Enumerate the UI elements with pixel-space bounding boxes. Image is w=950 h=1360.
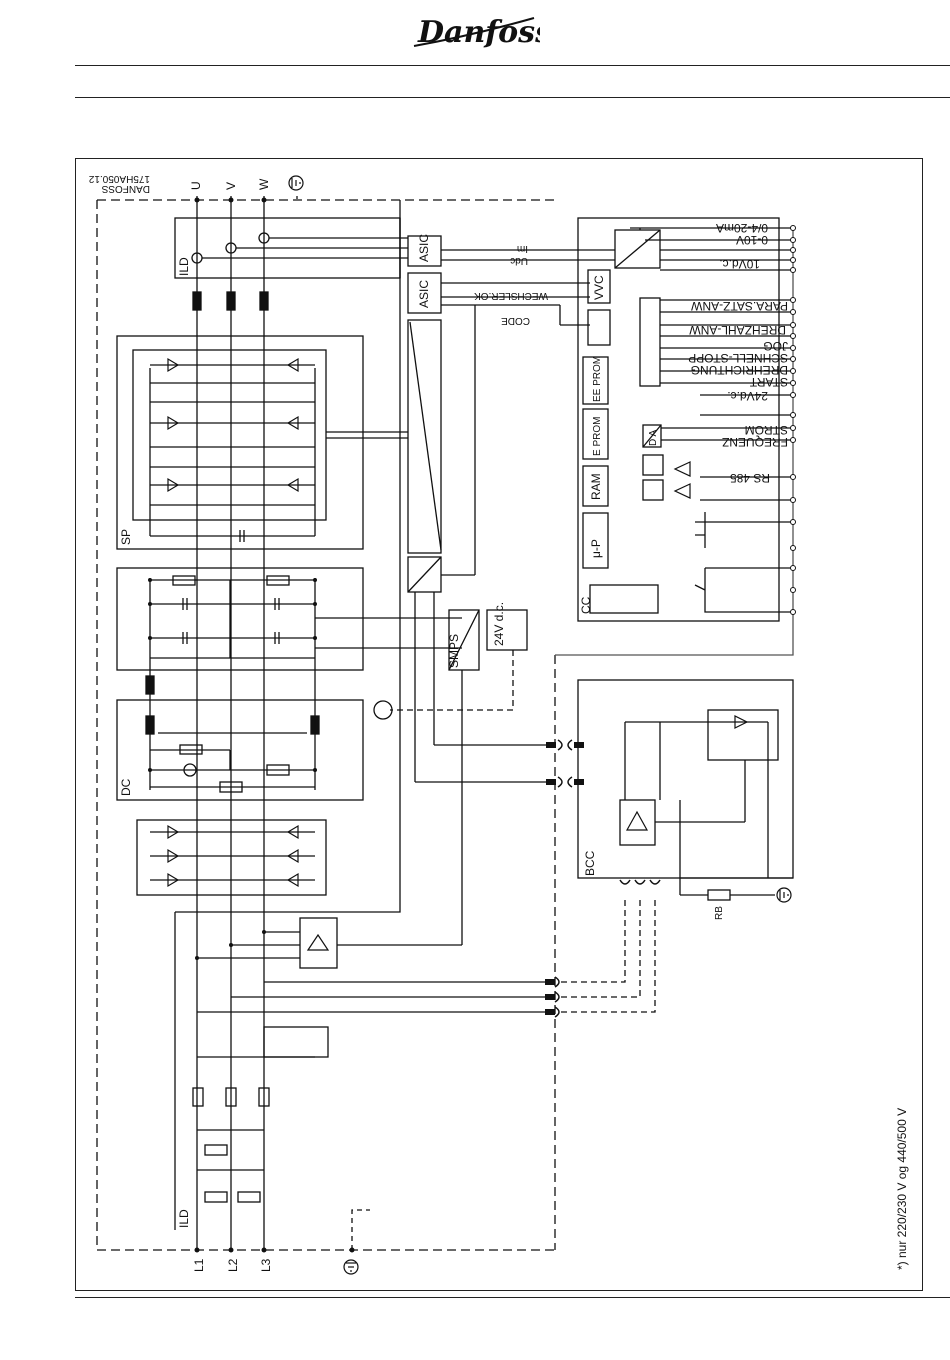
signal-im: Im: [517, 243, 528, 254]
label-eeprom: EE PROM: [592, 356, 603, 402]
label-supply: 24V d.c.: [492, 602, 506, 646]
label-asic-2: ASIC: [417, 280, 431, 308]
ctrl-jog: JOG: [763, 339, 788, 353]
terminal-u: U: [189, 181, 203, 190]
label-eprom: E PROM: [592, 417, 603, 456]
label-bcc: BCC: [583, 850, 597, 876]
ctrl-24vdc: 24Vd.c.: [727, 389, 768, 403]
label-ild-bottom: ILD: [177, 1209, 191, 1228]
ctrl-para-satz: PARA.SATZ-ANW: [690, 299, 788, 313]
terminal-w: W: [257, 178, 271, 190]
ctrl-0-10v: 0-10V: [736, 233, 768, 247]
ctrl-rs485: RS 485: [730, 471, 770, 485]
label-ram: RAM: [589, 473, 603, 500]
label-da: D A: [648, 430, 659, 446]
ctrl-0-4-20ma: 0/4-20mA: [716, 221, 768, 235]
signal-wechsler: WECHSLER.OK: [474, 290, 548, 301]
label-asic-1: ASIC: [417, 234, 431, 262]
label-rb: RB: [714, 906, 725, 920]
ctrl-10vdc: 10Vd.c.: [719, 257, 760, 271]
ctrl-strom: STROM: [745, 423, 788, 437]
code-line-2: 175HA050.12: [88, 173, 150, 184]
label-vvc: VVC: [592, 275, 606, 300]
terminal-v: V: [224, 182, 238, 190]
terminal-l3: L3: [259, 1258, 273, 1272]
label-ild-top: ILD: [177, 257, 191, 276]
label-smps: SMPS: [447, 634, 461, 668]
signal-code: CODE: [501, 315, 530, 326]
signal-udc: Udc: [510, 255, 528, 266]
ctrl-drehzahl: DREHZAHL-ANW: [689, 323, 786, 337]
footer-rule: [75, 1297, 950, 1298]
ctrl-drehrichtung: DREHRICHTUNG: [691, 363, 788, 377]
ctrl-schnell-stopp: SCHNELL-STOPP: [688, 351, 788, 365]
terminal-l2: L2: [226, 1258, 240, 1272]
label-cc: CC: [579, 596, 593, 614]
terminal-l1: L1: [192, 1258, 206, 1272]
footnote: *) nur 220/230 V og 440/500 V: [895, 1108, 909, 1270]
ctrl-frequenz: FREQUENZ: [722, 435, 788, 449]
label-sp: SP: [119, 529, 133, 545]
label-mu-p: μ-P: [589, 539, 603, 558]
label-dc: DC: [119, 778, 133, 796]
ctrl-start: START: [749, 375, 788, 389]
